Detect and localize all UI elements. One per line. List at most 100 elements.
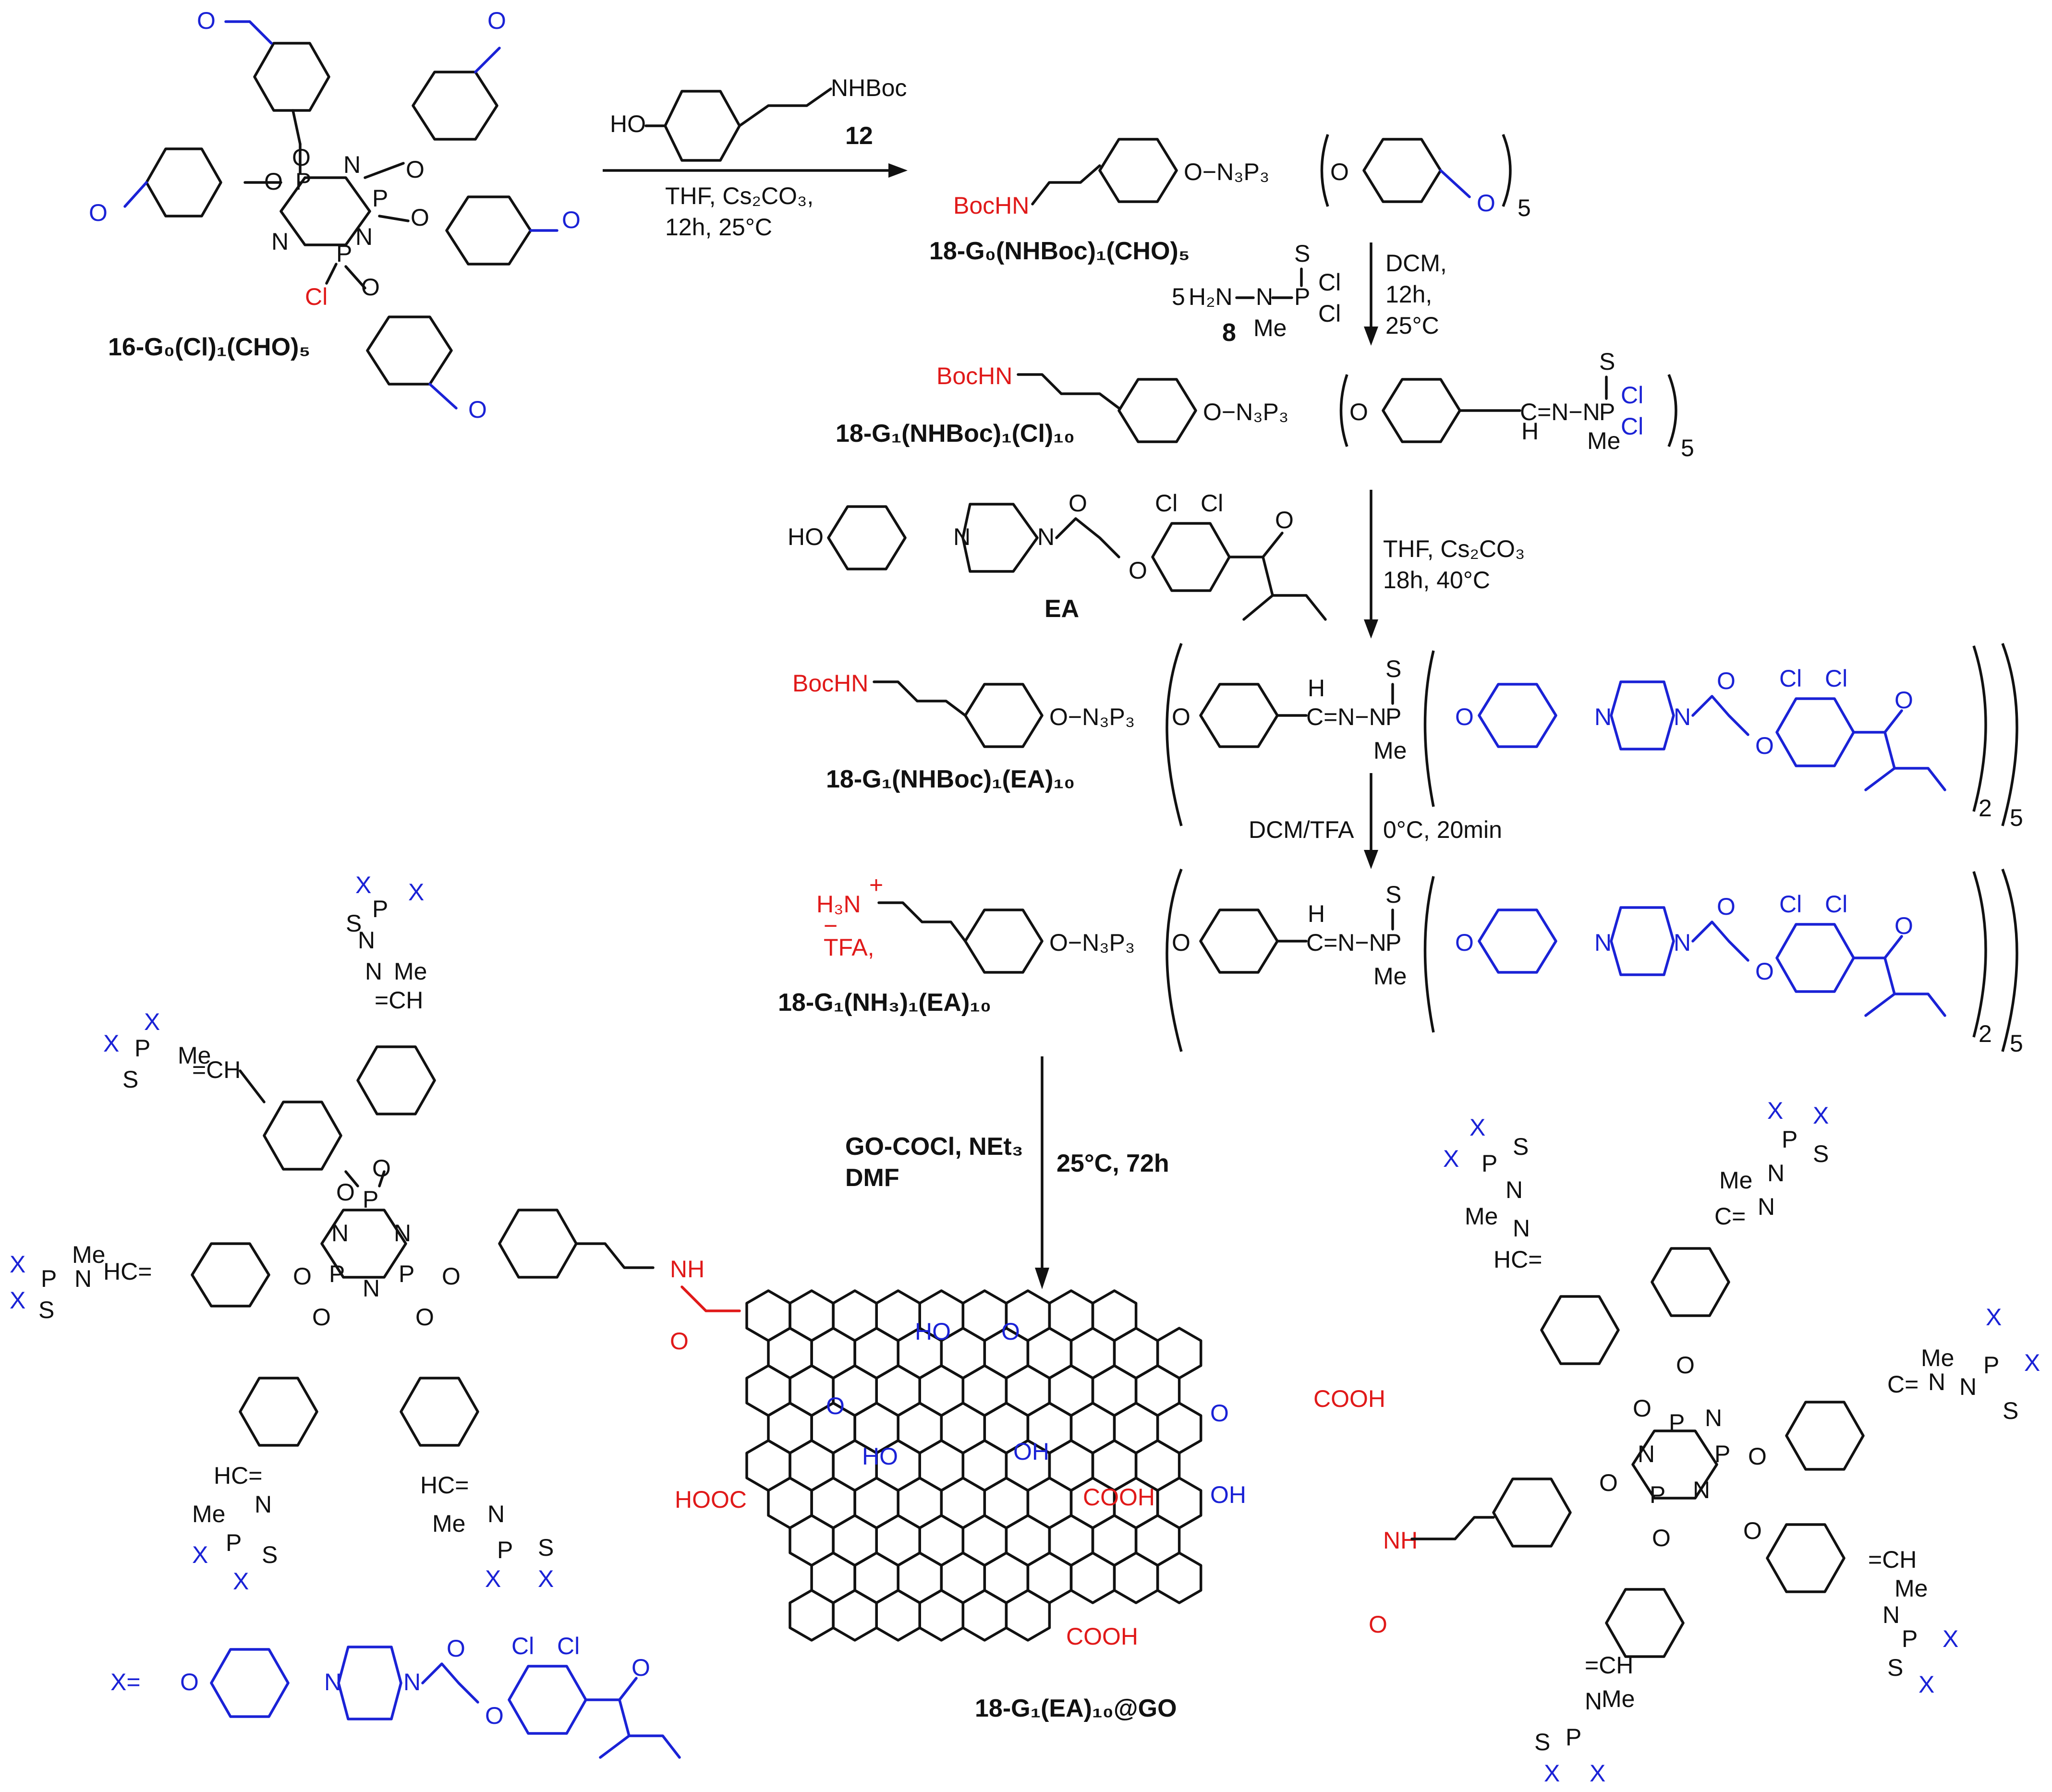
aryl-ring — [1382, 378, 1461, 443]
amide-oxygen: O — [670, 1328, 689, 1355]
aldehyde-oxygen: O — [1477, 190, 1495, 217]
imine-hydrogen: H — [1521, 418, 1539, 445]
atom-n: N — [487, 1501, 505, 1527]
imine-label: =CH — [375, 987, 423, 1014]
atom-p: P — [1902, 1625, 1918, 1652]
atom-o: O — [415, 1304, 434, 1331]
atom-p: P — [1566, 1724, 1581, 1751]
atom-n: N — [365, 958, 382, 985]
carbonyl-oxygen: O — [1717, 893, 1736, 920]
positive-charge: + — [869, 872, 883, 898]
imine-hydrogen: H — [1308, 675, 1325, 702]
methyl-label: Me — [72, 1241, 105, 1268]
compound-18b-structure: BocHN O−N₃P₃ O C=N−N H P S Cl Cl Me 5 18… — [836, 348, 1694, 461]
phenol-ring — [827, 505, 907, 570]
aryl-ring — [1775, 923, 1855, 993]
aryl-ring — [1478, 683, 1557, 748]
x-substituent: X — [10, 1287, 25, 1314]
aryl-ring — [1785, 1401, 1865, 1471]
atom-n: N — [1513, 1215, 1530, 1242]
atom-p: P — [329, 1260, 345, 1287]
negative-charge: − — [824, 912, 838, 939]
piperazine-ring — [1610, 906, 1675, 976]
graphene-oxide-sheet: HO O O O HO OH OH COOH HOOC COOH COOH NH… — [675, 1289, 1418, 1722]
epoxide-oxygen: O — [826, 1392, 845, 1419]
step3-condition-line2: 18h, 40°C — [1383, 567, 1490, 593]
compound-18a-structure: BocHN O−N₃P₃ O O 5 18-G₀(NHBoc)₁(CHO)₅ — [929, 133, 1531, 265]
atom-p: P — [1983, 1352, 1999, 1379]
atom-o: O — [1349, 399, 1368, 425]
aryl-ring — [1492, 1477, 1572, 1548]
atom-o: O — [312, 1304, 331, 1331]
methyl-label: Me — [1373, 737, 1407, 764]
x-substituent: X — [1767, 1097, 1783, 1124]
hydroxyl-group: OH — [1210, 1481, 1246, 1508]
chlorine-atom: Cl — [511, 1633, 534, 1659]
compound-12-label: 12 — [845, 122, 873, 150]
tyramine-ring — [664, 90, 741, 162]
atom-o: O — [1743, 1517, 1762, 1544]
repeat-subscript: 5 — [1518, 194, 1531, 221]
aryl-ring — [1605, 1588, 1685, 1658]
atom-o: O — [264, 168, 283, 195]
graphene-hexagon — [832, 1589, 878, 1642]
x-substituent: X — [1469, 1114, 1485, 1141]
bochn-label: BocHN — [953, 192, 1029, 219]
methyl-label: Me — [1587, 427, 1620, 454]
atom-o: O — [293, 1263, 312, 1290]
compound-16-structure: P N P N P N Cl O O O O O O O O O — [89, 7, 581, 423]
methyl-label: Me — [1894, 1575, 1928, 1602]
x-substituent: X — [1443, 1145, 1459, 1172]
atom-n: N — [1594, 929, 1612, 956]
atom-n: N — [363, 1275, 380, 1302]
x-substituent: X — [1590, 1760, 1605, 1787]
atom-p: P — [295, 168, 311, 195]
atom-s: S — [1513, 1133, 1529, 1160]
methyl-label: Me — [1602, 1685, 1635, 1712]
compound-8-label: 8 — [1222, 319, 1236, 347]
carboxyl-group: COOH — [1066, 1623, 1138, 1650]
amide-nh: NH — [1383, 1527, 1418, 1554]
ketone-oxygen: O — [1894, 912, 1913, 939]
atom-n: N — [358, 927, 375, 954]
imine-label: =CH — [1868, 1546, 1917, 1573]
imine-label: HC= — [103, 1258, 152, 1285]
graphene-hexagon — [1005, 1589, 1051, 1642]
atom-s: S — [1385, 881, 1401, 908]
aryl-ring — [1199, 908, 1279, 974]
methyl-label: Me — [192, 1501, 225, 1527]
p3n3-ring — [1631, 1429, 1718, 1500]
atom-p: P — [372, 896, 388, 922]
chlorine-atom: Cl — [1201, 490, 1223, 517]
atom-n: N — [1256, 283, 1273, 310]
atom-n: N — [1674, 703, 1691, 730]
x-substituent: X — [538, 1565, 554, 1592]
aryl-ring — [400, 1377, 479, 1447]
arrow-head — [888, 163, 908, 178]
ethyl-linker — [738, 87, 832, 127]
atom-p: P — [1294, 283, 1310, 310]
chlorine-atom: Cl — [1779, 665, 1802, 692]
hydroxyl-group: OH — [1013, 1438, 1049, 1465]
atom-n: N — [255, 1491, 272, 1518]
aryl-ring — [263, 1101, 342, 1171]
atom-o: O — [372, 1155, 391, 1182]
step1-condition-line1: THF, Cs₂CO₃, — [665, 182, 814, 209]
arrow-head — [1364, 327, 1378, 346]
atom-p: P — [1481, 1150, 1497, 1177]
x-substituent: X — [233, 1568, 249, 1595]
atom-o: O — [1676, 1352, 1695, 1379]
atom-n: N — [355, 223, 373, 250]
compound-18d-structure: H₃N + − TFA, O−N₃P₃ O C=N−N H P S Me O N… — [778, 869, 2023, 1057]
atom-o: O — [180, 1669, 199, 1695]
step1-condition-line2: 12h, 25°C — [665, 214, 772, 241]
graphene-hexagon — [875, 1589, 921, 1642]
phenol-ring — [210, 1648, 290, 1718]
x-substituent: X — [408, 879, 424, 906]
chlorine-atom: Cl — [305, 283, 328, 310]
imine-label: C=N−N — [1306, 703, 1386, 730]
atom-n: N — [1767, 1160, 1785, 1187]
repeat-subscript: 2 — [1979, 795, 1992, 822]
repeat-subscript: 5 — [2010, 1030, 2023, 1057]
x-substituent: X — [1986, 1304, 2002, 1331]
